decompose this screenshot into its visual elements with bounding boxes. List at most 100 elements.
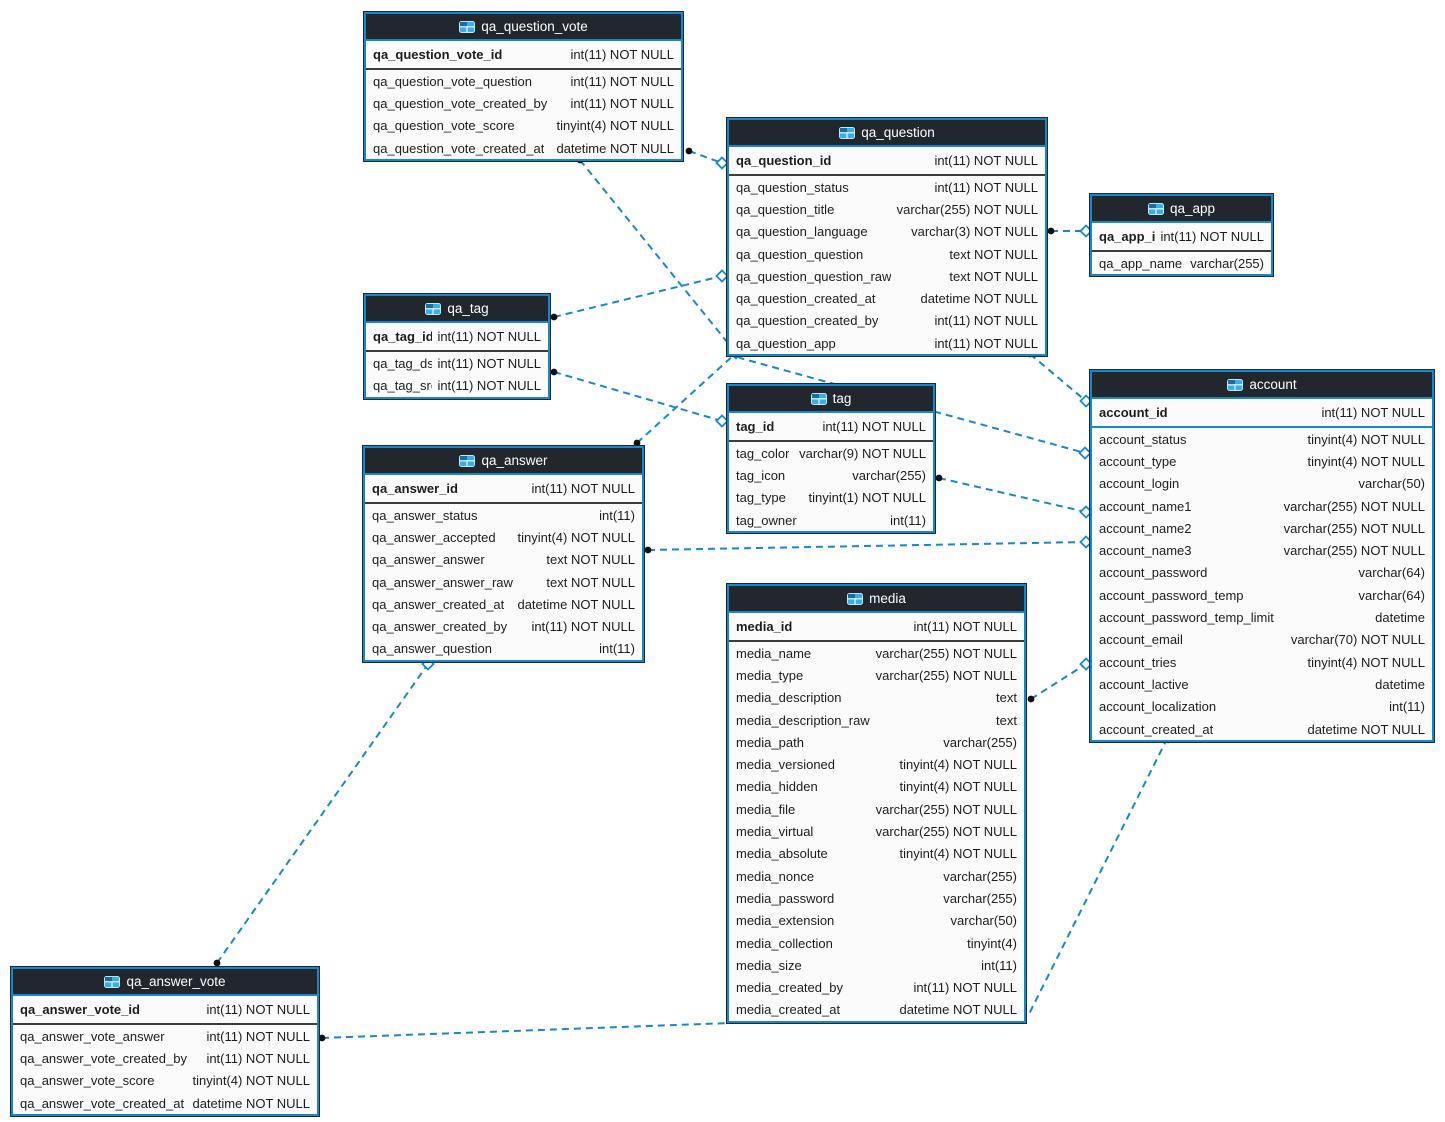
table-field-row[interactable]: media_collection tinyint(4) — [729, 932, 1024, 954]
table-field-row[interactable]: qa_question_language varchar(3) NOT NULL — [729, 221, 1045, 243]
table-field-row[interactable]: tag_id int(11) NOT NULL — [729, 413, 933, 440]
table-field-row[interactable]: qa_answer_created_by int(11) NOT NULL — [365, 615, 642, 637]
table-field-row[interactable]: account_name3 varchar(255) NOT NULL — [1092, 539, 1432, 561]
connection-qa_question-qa_app[interactable] — [1047, 224, 1093, 238]
table-field-row[interactable]: qa_question_app int(11) NOT NULL — [729, 332, 1045, 354]
table-field-row[interactable]: qa_answer_question int(11) — [365, 638, 642, 660]
table-field-row[interactable]: tag_icon varchar(255) — [729, 464, 933, 486]
table-field-row[interactable]: media_description_raw text — [729, 709, 1024, 731]
table-qa_question_vote[interactable]: qa_question_vote qa_question_vote_id int… — [364, 12, 683, 162]
table-field-row[interactable]: qa_question_question text NOT NULL — [729, 243, 1045, 265]
table-account[interactable]: account account_id int(11) NOT NULL acco… — [1090, 370, 1434, 743]
table-header[interactable]: qa_tag — [366, 296, 548, 323]
table-field-row[interactable]: media_absolute tinyint(4) NOT NULL — [729, 843, 1024, 865]
table-field-row[interactable]: account_lactive datetime — [1092, 673, 1432, 695]
table-field-row[interactable]: qa_question_vote_created_by int(11) NOT … — [366, 92, 681, 114]
table-field-row[interactable]: qa_question_vote_score tinyint(4) NOT NU… — [366, 115, 681, 137]
table-field-row[interactable]: tag_type tinyint(1) NOT NULL — [729, 487, 933, 509]
connection-qa_question-account[interactable] — [1026, 350, 1093, 408]
connection-qa_question_vote-qa_question[interactable] — [685, 147, 729, 170]
table-field-row[interactable]: qa_answer_vote_created_at datetime NOT N… — [13, 1092, 317, 1114]
connection-qa_tag-qa_question[interactable] — [550, 269, 729, 321]
table-field-row[interactable]: tag_color varchar(9) NOT NULL — [729, 442, 933, 464]
table-qa_app[interactable]: qa_app qa_app_id int(11) NOT NULL qa_app… — [1090, 194, 1273, 277]
table-field-row[interactable]: account_password_temp_limit datetime — [1092, 606, 1432, 628]
table-header[interactable]: tag — [729, 386, 933, 413]
table-field-row[interactable]: account_name1 varchar(255) NOT NULL — [1092, 495, 1432, 517]
connection-tag-account[interactable] — [935, 474, 1093, 519]
table-qa_answer_vote[interactable]: qa_answer_vote qa_answer_vote_id int(11)… — [11, 967, 319, 1117]
table-field-row[interactable]: qa_answer_vote_id int(11) NOT NULL — [13, 996, 317, 1023]
table-field-row[interactable]: media_created_by int(11) NOT NULL — [729, 976, 1024, 998]
table-field-row[interactable]: media_virtual varchar(255) NOT NULL — [729, 820, 1024, 842]
table-field-row[interactable]: account_type tinyint(4) NOT NULL — [1092, 450, 1432, 472]
table-field-row[interactable]: media_file varchar(255) NOT NULL — [729, 798, 1024, 820]
table-tag[interactable]: tag tag_id int(11) NOT NULL tag_color va… — [727, 384, 935, 534]
table-field-row[interactable]: account_status tinyint(4) NOT NULL — [1092, 428, 1432, 450]
table-field-row[interactable]: qa_question_created_by int(11) NOT NULL — [729, 310, 1045, 332]
connection-qa_answer-qa_question[interactable] — [633, 346, 743, 447]
table-media[interactable]: media media_id int(11) NOT NULL media_na… — [727, 584, 1026, 1024]
table-field-row[interactable]: media_description text — [729, 687, 1024, 709]
table-qa_answer[interactable]: qa_answer qa_answer_id int(11) NOT NULL … — [363, 446, 644, 663]
connection-qa_tag-tag[interactable] — [550, 368, 729, 428]
table-field-row[interactable]: account_email varchar(70) NOT NULL — [1092, 629, 1432, 651]
table-qa_tag[interactable]: qa_tag qa_tag_id int(11) NOT NULL qa_tag… — [364, 294, 550, 399]
table-field-row[interactable]: account_name2 varchar(255) NOT NULL — [1092, 517, 1432, 539]
table-field-row[interactable]: media_hidden tinyint(4) NOT NULL — [729, 776, 1024, 798]
table-field-row[interactable]: qa_answer_created_at datetime NOT NULL — [365, 593, 642, 615]
table-field-row[interactable]: qa_answer_vote_score tinyint(4) NOT NULL — [13, 1070, 317, 1092]
table-field-row[interactable]: qa_answer_answer text NOT NULL — [365, 549, 642, 571]
table-field-row[interactable]: qa_answer_status int(11) — [365, 504, 642, 526]
table-field-row[interactable]: account_id int(11) NOT NULL — [1092, 399, 1432, 426]
connection-qa_answer-account[interactable] — [644, 535, 1093, 554]
table-field-row[interactable]: media_name varchar(255) NOT NULL — [729, 642, 1024, 664]
table-field-row[interactable]: qa_tag_src int(11) NOT NULL — [366, 374, 548, 396]
table-field-row[interactable]: media_created_at datetime NOT NULL — [729, 999, 1024, 1021]
table-header[interactable]: qa_app — [1092, 196, 1271, 223]
table-field-row[interactable]: qa_question_vote_created_at datetime NOT… — [366, 137, 681, 159]
table-field-row[interactable]: media_type varchar(255) NOT NULL — [729, 664, 1024, 686]
connection-media-account[interactable] — [1027, 657, 1093, 703]
table-field-row[interactable]: qa_tag_dst int(11) NOT NULL — [366, 352, 548, 374]
table-field-row[interactable]: media_password varchar(255) — [729, 887, 1024, 909]
table-field-row[interactable]: media_id int(11) NOT NULL — [729, 613, 1024, 640]
table-header[interactable]: qa_answer_vote — [13, 969, 317, 996]
table-field-row[interactable]: account_password varchar(64) — [1092, 562, 1432, 584]
table-field-row[interactable]: media_path varchar(255) — [729, 731, 1024, 753]
table-field-row[interactable]: media_nonce varchar(255) — [729, 865, 1024, 887]
table-header[interactable]: media — [729, 586, 1024, 613]
table-field-row[interactable]: qa_question_title varchar(255) NOT NULL — [729, 198, 1045, 220]
table-field-row[interactable]: qa_question_created_at datetime NOT NULL — [729, 287, 1045, 309]
table-field-row[interactable]: qa_question_status int(11) NOT NULL — [729, 176, 1045, 198]
table-field-row[interactable]: qa_answer_answer_raw text NOT NULL — [365, 571, 642, 593]
table-field-row[interactable]: qa_question_vote_id int(11) NOT NULL — [366, 41, 681, 68]
table-field-row[interactable]: account_tries tinyint(4) NOT NULL — [1092, 651, 1432, 673]
table-header[interactable]: qa_question_vote — [366, 14, 681, 41]
table-field-row[interactable]: qa_question_vote_question int(11) NOT NU… — [366, 70, 681, 92]
table-field-row[interactable]: tag_owner int(11) — [729, 509, 933, 531]
table-field-row[interactable]: qa_app_name varchar(255) — [1092, 252, 1271, 274]
table-field-row[interactable]: media_versioned tinyint(4) NOT NULL — [729, 753, 1024, 775]
connection-qa_answer_vote-qa_answer[interactable] — [213, 657, 435, 967]
table-field-row[interactable]: media_extension varchar(50) — [729, 910, 1024, 932]
table-field-row[interactable]: qa_answer_vote_created_by int(11) NOT NU… — [13, 1047, 317, 1069]
table-field-row[interactable]: account_login varchar(50) — [1092, 473, 1432, 495]
table-field-row[interactable]: qa_answer_id int(11) NOT NULL — [365, 475, 642, 502]
table-field-row[interactable]: qa_answer_accepted tinyint(4) NOT NULL — [365, 526, 642, 548]
table-field-row[interactable]: qa_question_question_raw text NOT NULL — [729, 265, 1045, 287]
table-field-row[interactable]: account_localization int(11) — [1092, 696, 1432, 718]
table-field-row[interactable]: qa_answer_vote_answer int(11) NOT NULL — [13, 1025, 317, 1047]
table-field-row[interactable]: qa_question_id int(11) NOT NULL — [729, 147, 1045, 174]
table-field-row[interactable]: qa_tag_id int(11) NOT NULL — [366, 323, 548, 350]
table-field-row[interactable]: qa_app_id int(11) NOT NULL — [1092, 223, 1271, 250]
table-header[interactable]: qa_question — [729, 120, 1045, 147]
table-header[interactable]: account — [1092, 372, 1432, 399]
table-field-row[interactable]: account_password_temp varchar(64) — [1092, 584, 1432, 606]
table-field-row[interactable]: media_size int(11) — [729, 954, 1024, 976]
table-qa_question[interactable]: qa_question qa_question_id int(11) NOT N… — [727, 118, 1047, 357]
table-field-row[interactable]: account_created_at datetime NOT NULL — [1092, 718, 1432, 740]
field-rows: qa_app_name varchar(255) — [1092, 252, 1271, 274]
table-header[interactable]: qa_answer — [365, 448, 642, 475]
